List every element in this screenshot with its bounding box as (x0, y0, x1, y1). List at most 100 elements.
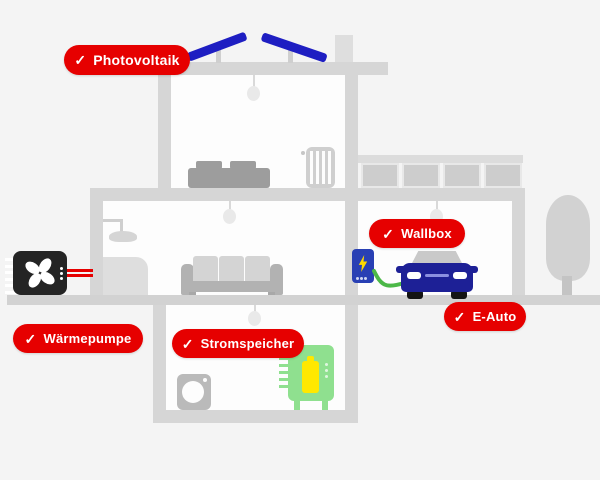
ceiling-lamp-ground (223, 209, 236, 224)
battery-icon (302, 361, 319, 393)
car-grille-line (425, 274, 449, 277)
car-headlight (453, 272, 467, 279)
chimney (335, 35, 353, 63)
battery-vent (279, 385, 290, 388)
sofa-foot (268, 292, 275, 295)
ground-line (7, 295, 600, 305)
railing-panel (402, 163, 440, 188)
heat-pump-dot (60, 267, 63, 270)
heat-pump-vent (5, 284, 18, 287)
car-mirror (470, 266, 478, 273)
heat-pump-dot (60, 277, 63, 280)
check-icon: ✓ (181, 335, 194, 352)
radiator-slat (310, 151, 313, 184)
sideboard-item-left (196, 161, 222, 169)
lightning-bolt-icon (358, 255, 368, 272)
battery-vent (279, 357, 290, 360)
battery-vent (279, 364, 290, 367)
lamp-cord-basement (254, 305, 256, 312)
lamp-cord-ground (229, 201, 231, 210)
battery-vent (279, 378, 290, 381)
heat-pump-vent (5, 258, 18, 261)
heat-pump-vent (5, 271, 18, 274)
heat-pump-vent (5, 291, 18, 294)
check-icon: ✓ (453, 308, 466, 325)
radiator-valve (301, 151, 305, 155)
heat-pump-vent (5, 265, 18, 268)
upper-floor-wall-left (158, 75, 171, 188)
sideboard (188, 168, 270, 188)
heat-pump-device (13, 251, 67, 295)
railing-handrail (358, 155, 523, 163)
badge-label: Stromspeicher (200, 336, 295, 351)
badge-stromspeicher[interactable]: ✓ Stromspeicher (172, 329, 304, 358)
railing-panel (443, 163, 481, 188)
shower-arm-drop (120, 219, 123, 232)
tree-trunk (562, 276, 572, 298)
basement-wall-right (345, 305, 358, 423)
railing-panel (361, 163, 399, 188)
battery-status-dot (325, 369, 328, 372)
wallbox-dot (360, 277, 363, 280)
badge-label: Wärmepumpe (43, 331, 132, 346)
wallbox-dot (364, 277, 367, 280)
ceiling-lamp-upper (247, 86, 260, 101)
shower-arm (103, 219, 123, 222)
badge-label: Photovoltaik (93, 52, 180, 68)
lamp-cord-garage (436, 201, 438, 210)
check-icon: ✓ (382, 225, 395, 242)
radiator-slat (322, 151, 325, 184)
battery-leg (322, 401, 328, 410)
battery-vent (279, 371, 290, 374)
badge-photovoltaik[interactable]: ✓ Photovoltaik (64, 45, 190, 75)
roof (145, 62, 388, 75)
solar-panel-right (260, 32, 328, 63)
basement-wall-left (153, 305, 166, 423)
sofa-cushion (219, 256, 244, 284)
washing-machine-door (182, 381, 204, 403)
check-icon: ✓ (24, 330, 37, 347)
heat-pump-pipe (67, 269, 93, 272)
check-icon: ✓ (74, 52, 87, 68)
sofa-cushion (193, 256, 218, 284)
car-mirror (396, 266, 404, 273)
badge-label: Wallbox (401, 226, 452, 241)
battery-status-dot (325, 363, 328, 366)
washing-machine-knob (203, 378, 207, 382)
ground-floor-wall-left (90, 201, 103, 295)
heat-pump-pipe (67, 274, 93, 277)
badge-e-auto[interactable]: ✓ E-Auto (444, 302, 526, 331)
floor-slab (90, 188, 525, 201)
sofa-foot (189, 292, 196, 295)
bathtub (103, 257, 148, 295)
car-roof (411, 251, 463, 265)
sofa-cushion (245, 256, 270, 284)
shower-head (109, 231, 137, 242)
car-headlight (407, 272, 421, 279)
heat-pump-fan-icon (25, 258, 55, 288)
radiator-slat (328, 151, 331, 184)
lamp-cord-upper (253, 75, 255, 87)
sofa-base (184, 281, 280, 292)
solar-panel-mount-right (288, 50, 293, 63)
heat-pump-dot (60, 272, 63, 275)
battery-icon-nub (307, 356, 314, 362)
badge-wallbox[interactable]: ✓ Wallbox (369, 219, 465, 248)
battery-leg (294, 401, 300, 410)
badge-label: E-Auto (472, 309, 517, 324)
battery-status-dot (325, 375, 328, 378)
radiator (306, 147, 335, 188)
garage-wall-right (512, 201, 525, 295)
heat-pump-vent (5, 278, 18, 281)
railing-panel (484, 163, 522, 188)
wallbox-dot (356, 277, 359, 280)
upper-floor-wall-right (345, 75, 358, 188)
tree-canopy (546, 195, 590, 281)
car-wheel (451, 290, 467, 299)
badge-waermepumpe[interactable]: ✓ Wärmepumpe (13, 324, 143, 353)
radiator-slat (316, 151, 319, 184)
car-wheel (407, 290, 423, 299)
sideboard-item-right (230, 161, 256, 169)
basement-floor (153, 410, 358, 423)
